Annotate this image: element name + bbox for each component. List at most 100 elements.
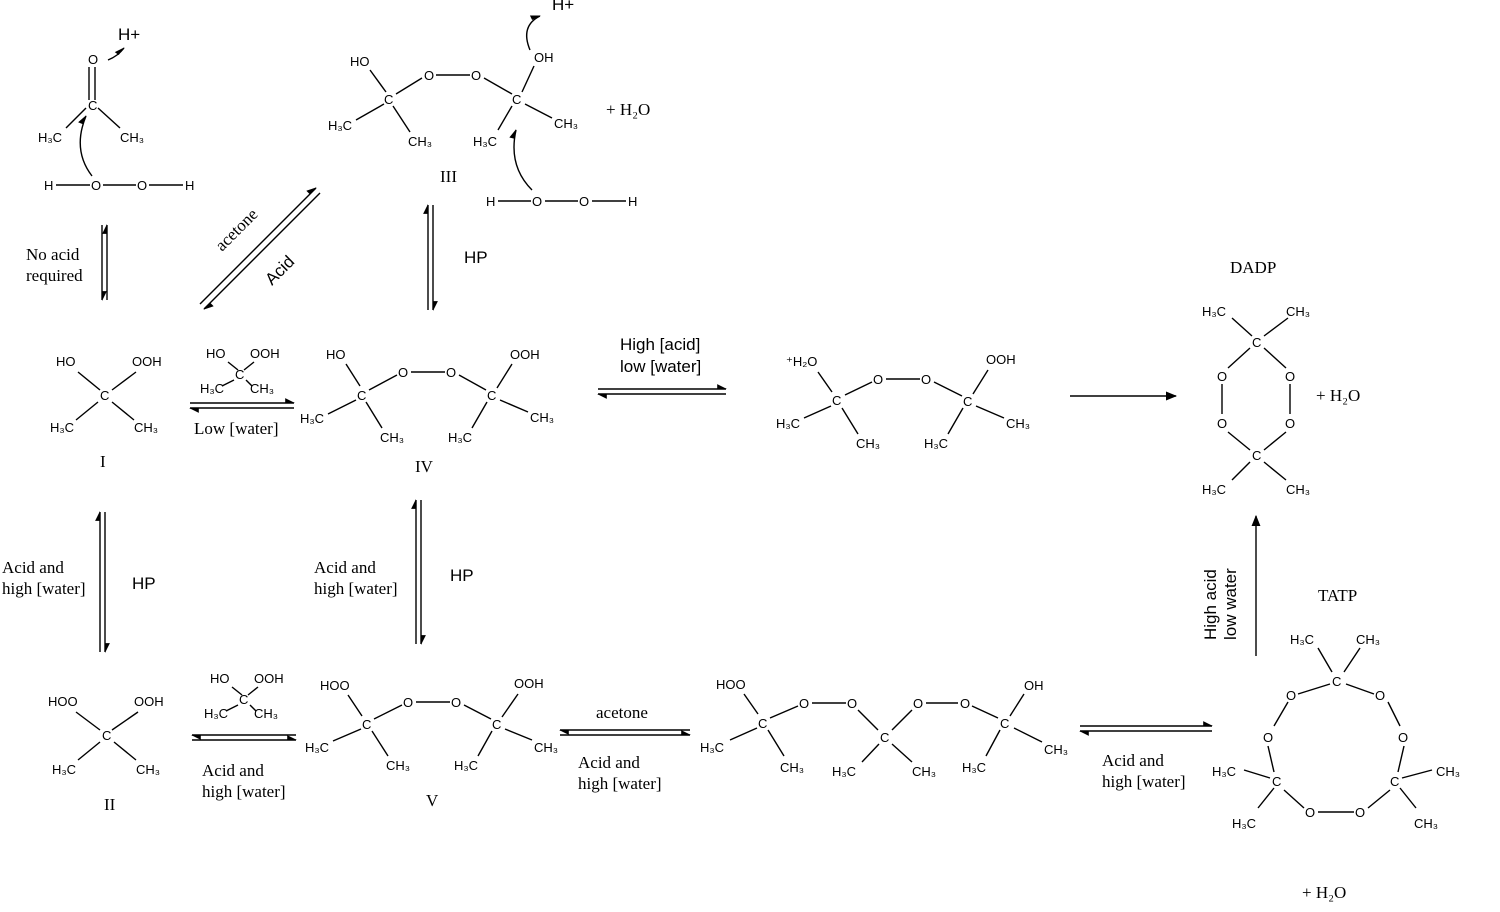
atom-o: O — [1263, 730, 1273, 745]
atom-ch3: CH₃ — [386, 758, 410, 773]
label-DADP: DADP — [1230, 258, 1276, 277]
label-I: I — [100, 452, 106, 471]
atom-ch3: CH₃ — [554, 116, 578, 131]
atom-ch3: CH₃ — [120, 130, 144, 145]
compound-I: HO OOH C H₃C CH₃ I — [50, 354, 162, 471]
atom-h: H — [185, 178, 194, 193]
linear-trimer: HOO C O O C O O C H₃C CH₃ H₃C CH₃ OH CH₃… — [700, 677, 1068, 779]
atom-h3c: H₃C — [448, 430, 472, 445]
atom-o: O — [403, 695, 413, 710]
atom-h3c: H₃C — [200, 381, 224, 396]
atom-h: H — [628, 194, 637, 209]
atom-h3c: H₃C — [204, 706, 228, 721]
atom-o: O — [1355, 805, 1365, 820]
hplus-label-2: H+ — [552, 0, 574, 14]
atom-hoo: HOO — [716, 677, 746, 692]
atom-ch3: CH₃ — [1286, 482, 1310, 497]
condition-high-water-3: high [water] — [202, 782, 286, 801]
atom-h3c: H₃C — [700, 740, 724, 755]
condition-acid-and-1: Acid and — [2, 558, 64, 577]
condition-high-water-4: high [water] — [578, 774, 662, 793]
atom-o: O — [88, 52, 98, 67]
atom-h3c: H₃C — [52, 762, 76, 777]
condition-low-water: Low [water] — [194, 419, 279, 438]
eq-arrow-I-III — [199, 187, 321, 310]
condition-acetone-diag: acetone — [211, 205, 261, 255]
condition-hp-3: HP — [450, 566, 474, 585]
atom-h3c: H₃C — [305, 740, 329, 755]
eq-arrow-trimer-TATP — [1079, 721, 1213, 736]
atom-h3c: H₃C — [1202, 304, 1226, 319]
eq-arrow-acetone-I — [101, 224, 108, 301]
atom-ch3: CH₃ — [530, 410, 554, 425]
atom-ooh: OOH — [132, 354, 162, 369]
label-IV: IV — [415, 457, 434, 476]
atom-o: O — [913, 696, 923, 711]
condition-high-acid-vert: High acid — [1201, 569, 1220, 640]
atom-ch3: CH₃ — [534, 740, 558, 755]
atom-h3c: H₃C — [1202, 482, 1226, 497]
atom-h3c: H₃C — [1232, 816, 1256, 831]
atom-h3c: H₃C — [473, 134, 497, 149]
atom-o: O — [398, 365, 408, 380]
atom-ooh: OOH — [250, 346, 280, 361]
atom-ooh: OOH — [986, 352, 1016, 367]
atom-o: O — [471, 68, 481, 83]
eq-arrow-II-V — [191, 734, 297, 741]
atom-ch3: CH₃ — [912, 764, 936, 779]
atom-o: O — [446, 365, 456, 380]
atom-c: C — [487, 388, 496, 403]
atom-h: H — [486, 194, 495, 209]
condition-acid-and-2: Acid and — [314, 558, 376, 577]
atom-h3c: H₃C — [924, 436, 948, 451]
atom-ooh: OOH — [514, 676, 544, 691]
atom-ch3: CH₃ — [254, 706, 278, 721]
atom-c: C — [1390, 774, 1399, 789]
atom-h3c: H₃C — [454, 758, 478, 773]
atom-hoo: HOO — [48, 694, 78, 709]
DADP-molecule: DADP H₃C CH₃ C O O O O C H₃C CH₃ — [1202, 258, 1310, 497]
eq-arrow-I-II — [95, 511, 110, 653]
atom-ch3: CH₃ — [1436, 764, 1460, 779]
atom-hoo: HOO — [320, 678, 350, 693]
atom-ho: HO — [210, 671, 230, 686]
atom-c: C — [1272, 774, 1281, 789]
plus-water-TATP: + H₂O — [1302, 883, 1346, 902]
atom-ch3: CH₃ — [1006, 416, 1030, 431]
label-III: III — [440, 167, 457, 186]
condition-acetone-2: acetone — [596, 703, 648, 722]
condition-high-water-1: high [water] — [2, 579, 86, 598]
atom-c: C — [239, 692, 248, 707]
atom-h3c: H₃C — [962, 760, 986, 775]
atom-o: O — [1217, 416, 1227, 431]
atom-c: C — [1000, 716, 1009, 731]
label-II: II — [104, 795, 116, 814]
atom-c: C — [88, 98, 97, 113]
eq-arrow-IV-V — [411, 499, 426, 645]
atom-ch3: CH₃ — [134, 420, 158, 435]
atom-c: C — [384, 92, 393, 107]
label-V: V — [426, 791, 439, 810]
atom-ch3: CH₃ — [380, 430, 404, 445]
atom-c: C — [1332, 674, 1341, 689]
atom-o: O — [1375, 688, 1385, 703]
eq-arrow-V-trimer — [559, 729, 691, 736]
hydrogen-peroxide-2: H O O H — [486, 129, 637, 209]
hydroperoxy-small-2: HO OOH C H₃C CH₃ — [204, 671, 284, 721]
atom-o: O — [1285, 369, 1295, 384]
compound-IV: HO C O O C H₃C CH₃ OOH CH₃ H₃C IV — [300, 347, 554, 476]
atom-ch3: CH₃ — [136, 762, 160, 777]
condition-low-water-vert: low water — [1221, 568, 1240, 640]
atom-ch3: CH₃ — [1286, 304, 1310, 319]
hydrogen-peroxide-1: H O O H — [44, 115, 194, 193]
atom-c: C — [832, 393, 841, 408]
atom-o: O — [1286, 688, 1296, 703]
atom-ch3: CH₃ — [408, 134, 432, 149]
condition-high-water-2: high [water] — [314, 579, 398, 598]
atom-c: C — [758, 716, 767, 731]
condition-acid-diag: Acid — [261, 252, 298, 289]
eq-arrow-I-IV — [189, 398, 295, 413]
atom-o: O — [532, 194, 542, 209]
